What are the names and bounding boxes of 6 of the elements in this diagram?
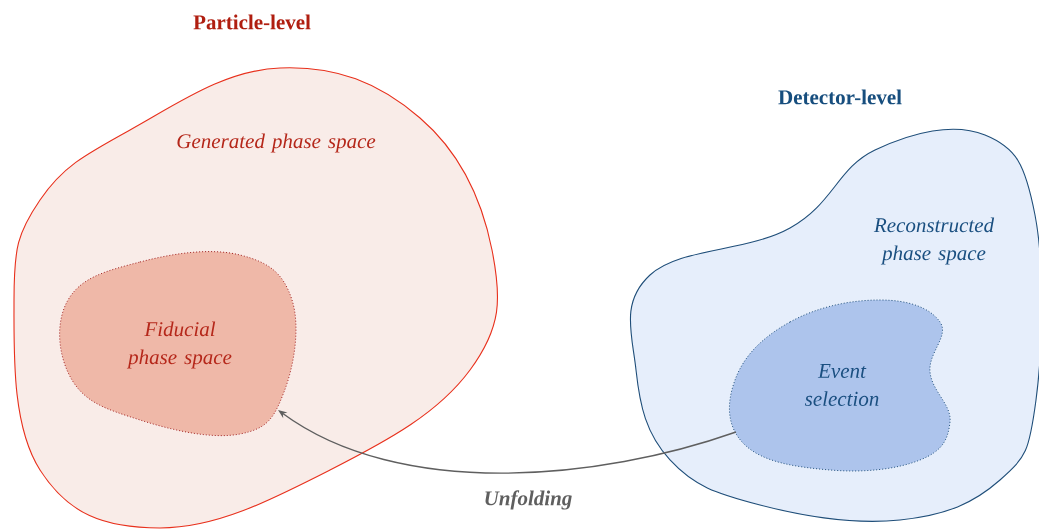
node-label: Particle-level	[193, 14, 311, 30]
subregion-blob: Event selection	[728, 299, 951, 472]
node-label: Detector-level	[778, 89, 902, 105]
arrow	[278, 410, 737, 474]
edge-label: Unfolding	[482, 489, 574, 511]
subregion-blob: Fiducial phase space	[59, 251, 297, 437]
